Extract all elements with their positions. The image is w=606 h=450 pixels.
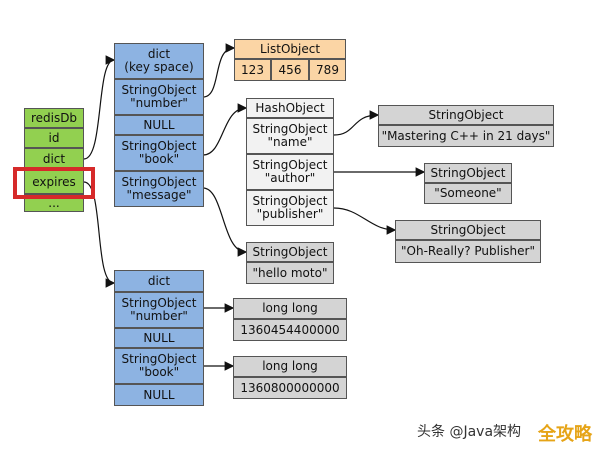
expires-null: NULL	[114, 328, 204, 348]
watermark-text: 头条 @Java架构	[417, 424, 522, 440]
redisdb-row-title: redisDb	[24, 108, 84, 128]
hashobject-field-author: StringObject "author"	[246, 154, 334, 190]
arrow-dict-to-keyspace	[83, 55, 116, 160]
arrow-publisher-to-value	[333, 207, 397, 235]
message-value-title: StringObject	[246, 242, 334, 262]
keyspace-key-book: StringObject "book"	[114, 135, 204, 171]
redisdb-row-id: id	[24, 128, 84, 148]
listobject-cell: 789	[309, 59, 346, 81]
arrow-expires-to-dict	[83, 181, 116, 288]
hashobject-field-publisher: StringObject "publisher"	[246, 190, 334, 226]
longlong-book-value: 1360800000000	[233, 377, 347, 399]
keyspace-null: NULL	[114, 115, 204, 135]
publisher-value-text: "Oh-Really? Publisher"	[395, 240, 541, 263]
author-value-title: StringObject	[424, 163, 512, 183]
listobject-cell: 123	[234, 59, 271, 81]
arrow-book-to-hashobject	[202, 103, 248, 156]
author-value-text: "Someone"	[424, 183, 512, 204]
longlong-number-value: 1360454400000	[233, 319, 347, 341]
redisdb-row-expires: expires	[24, 170, 84, 194]
expires-header: dict	[114, 270, 204, 292]
publisher-value-title: StringObject	[395, 220, 541, 240]
keyspace-key-message: StringObject "message"	[114, 171, 204, 207]
expires-key-book: StringObject "book"	[114, 348, 204, 384]
longlong-number-title: long long	[233, 298, 347, 319]
watermark-overlay: 全攻略	[538, 424, 592, 445]
arrow-number-to-listobject	[202, 43, 236, 98]
expires-null: NULL	[114, 384, 204, 406]
expires-highlight	[13, 167, 95, 199]
expires-key-number: StringObject "number"	[114, 292, 204, 328]
arrow-message-to-hello	[202, 187, 248, 257]
keyspace-key-number: StringObject "number"	[114, 79, 204, 115]
hashobject-title: HashObject	[246, 98, 334, 118]
keyspace-header: dict (key space)	[114, 43, 204, 79]
longlong-book-title: long long	[233, 356, 347, 377]
listobject-cell: 456	[271, 59, 309, 81]
message-value-text: "hello moto"	[246, 262, 334, 284]
name-value-text: "Mastering C++ in 21 days"	[378, 125, 554, 147]
hashobject-field-name: StringObject "name"	[246, 118, 334, 154]
arrow-name-to-value	[333, 110, 380, 136]
name-value-title: StringObject	[378, 105, 554, 125]
listobject-title: ListObject	[234, 39, 346, 59]
